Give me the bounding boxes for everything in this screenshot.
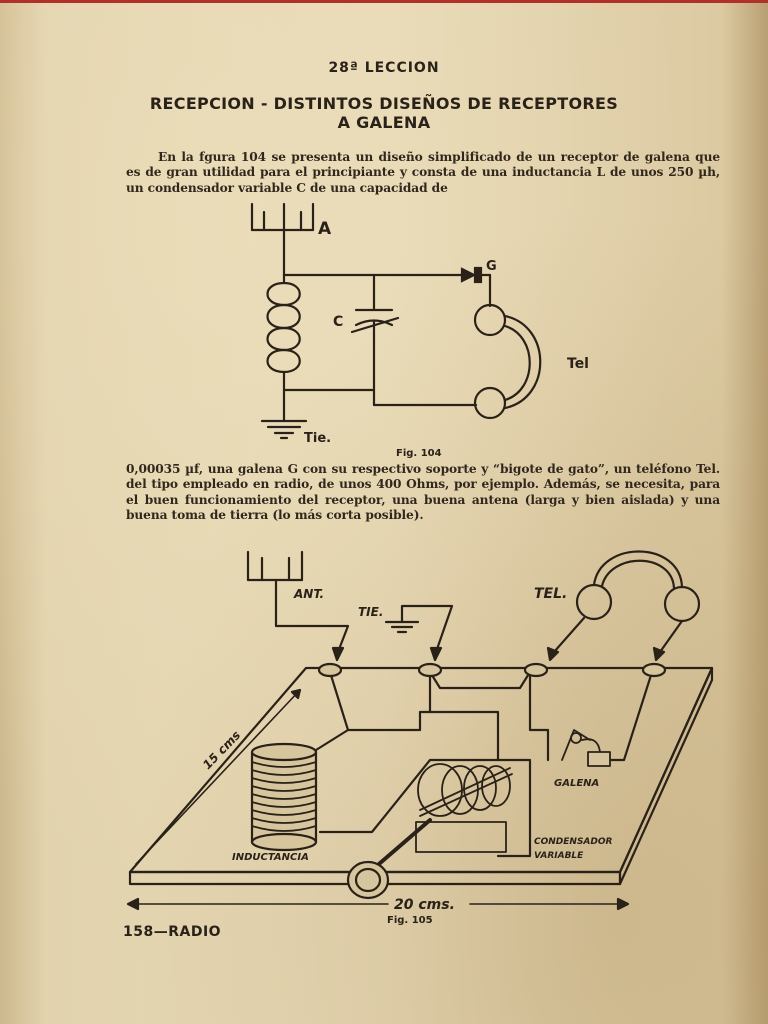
lesson-heading: 28ª LECCION [328, 60, 440, 76]
wire-to-capacitor [318, 710, 500, 834]
phone-earpiece-top [473, 303, 507, 337]
phone-headband-105 [592, 550, 684, 589]
label-antenna-105: ANT. [293, 587, 324, 601]
terminal-phone-1 [523, 662, 549, 678]
label-capacitor-line1: CONDENSADOR [534, 837, 613, 847]
title-line-2: A GALENA [337, 113, 431, 132]
terminal-ground [417, 662, 443, 678]
dimension-depth [135, 689, 301, 865]
wire-bridge [428, 670, 532, 690]
capacitor-shaft [370, 818, 432, 872]
phone-headband-outer [503, 314, 542, 410]
label-capacitor: C [333, 314, 343, 330]
page-footer: 158—RADIO [123, 924, 222, 940]
label-phone-105: TEL. [534, 586, 567, 602]
phone-headband-inner [503, 324, 531, 402]
page-title: RECEPCION - DISTINTOS DISEÑOS DE RECEPTO… [0, 94, 768, 132]
label-ground: Tie. [304, 431, 331, 446]
label-phone: Tel [567, 356, 589, 372]
capacitor-variable-arrow [350, 316, 400, 334]
capacitor-frame [496, 758, 532, 858]
terminal-antenna [317, 662, 343, 678]
label-galena-105: GALENA [554, 778, 599, 789]
capacitor-knob [346, 860, 390, 900]
label-inductance: INDUCTANCIA [232, 852, 309, 863]
ground-lead-105 [400, 604, 454, 654]
galena-detector [561, 729, 611, 767]
paragraph-continued: 0,00035 µf, una galena G con su respecti… [126, 462, 720, 523]
title-line-1: RECEPCION - DISTINTOS DISEÑOS DE RECEPTO… [149, 94, 619, 113]
wire-antenna-to-inductor [328, 670, 432, 732]
page-top-edge [0, 0, 768, 3]
inductance-windings [251, 761, 317, 832]
antenna-lead-105 [274, 578, 350, 654]
label-ground-105: TIE. [358, 605, 383, 619]
galena-arrow [460, 267, 477, 283]
figure-104-caption: Fig. 104 [396, 448, 442, 459]
paragraph-intro-text: En la fgura 104 se presenta un diseño si… [126, 150, 720, 195]
paragraph-intro: En la fgura 104 se presenta un diseño si… [126, 150, 720, 196]
wire-phone2 [594, 670, 654, 762]
label-capacitor-line2: VARIABLE [534, 851, 584, 861]
figure-105-caption: Fig. 105 [387, 915, 433, 926]
board-side-edge [618, 666, 714, 886]
variable-capacitor-body [415, 763, 513, 853]
label-width: 20 cms. [394, 897, 455, 913]
phone-earpiece-left-105 [575, 583, 613, 621]
phone-earpiece-right-105 [663, 585, 701, 623]
wire-phone1 [528, 670, 550, 762]
terminal-phone-2 [641, 662, 667, 678]
phone-earpiece-bottom [473, 386, 507, 420]
label-galena: G [486, 259, 497, 274]
label-antenna: A [318, 219, 332, 239]
